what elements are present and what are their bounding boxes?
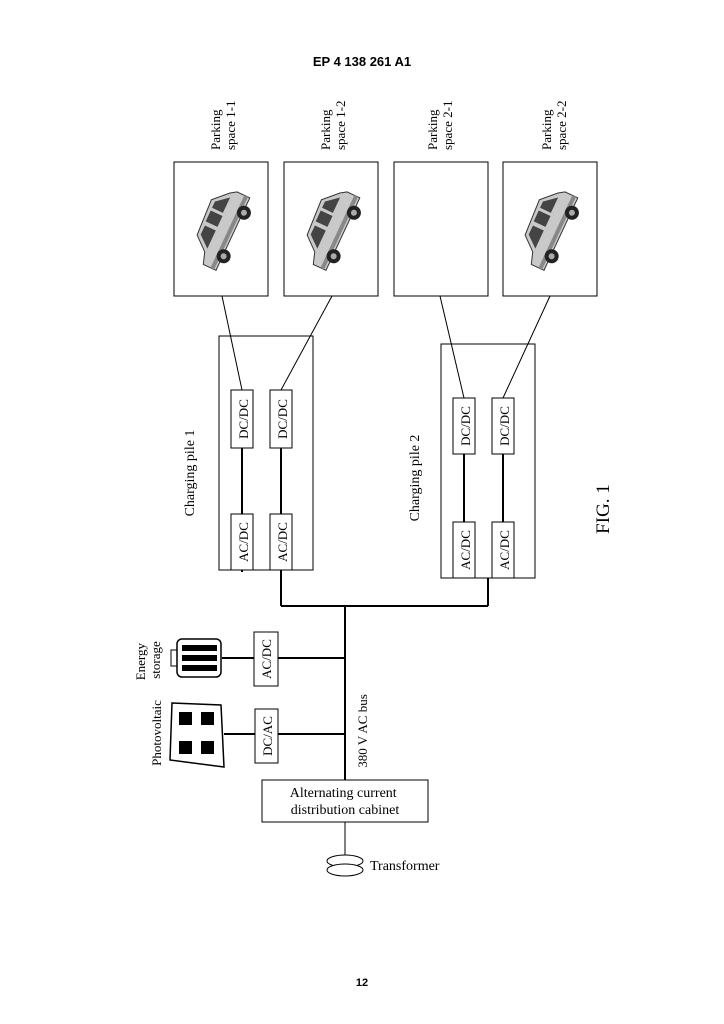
pile-2-acdc-2-label: AC/DC <box>497 530 512 570</box>
photovoltaic-label: Photovoltaic <box>149 700 164 766</box>
energy-storage-label: Energy storage <box>133 640 163 681</box>
car-icon-1-1 <box>185 183 257 273</box>
transformer-label: Transformer <box>370 859 440 874</box>
page-number: 12 <box>0 977 724 989</box>
parking-space-2-1-box <box>394 162 488 296</box>
parking-space-1-1-label: Parking space 1-1 <box>208 101 238 150</box>
parking-space-2-2-label: Parking space 2-2 <box>539 101 569 150</box>
charging-pile-1-label: Charging pile 1 <box>183 430 198 517</box>
car-icon-1-2 <box>295 183 367 273</box>
solar-panel-icon <box>170 703 224 767</box>
ac-bus-label: 380 V AC bus <box>355 694 370 768</box>
pile-2-acdc-1-label: AC/DC <box>458 530 473 570</box>
pile-2-dcdc-2-label: DC/DC <box>497 406 512 446</box>
parking-space-2-1-label: Parking space 2-1 <box>425 101 455 150</box>
figure-label: FIG. 1 <box>593 484 614 534</box>
pile-1-acdc-1-label: AC/DC <box>236 522 251 562</box>
car-icon-2-2 <box>513 183 585 273</box>
storage-acdc-label: AC/DC <box>259 639 274 679</box>
transformer-icon <box>327 855 363 876</box>
parking-space-1-2-label: Parking space 1-2 <box>318 101 348 150</box>
battery-icon <box>171 639 221 677</box>
pile-1-dcdc-1-label: DC/DC <box>236 399 251 439</box>
pile-2-dcdc-1-label: DC/DC <box>458 406 473 446</box>
pile-1-dcdc-2-label: DC/DC <box>275 399 290 439</box>
parking-connection-lines <box>222 296 550 398</box>
pile-1-acdc-2-label: AC/DC <box>275 522 290 562</box>
pv-dcac-label: DC/AC <box>260 716 275 756</box>
pile-internal-links <box>242 448 503 522</box>
charging-pile-2-label: Charging pile 2 <box>408 435 423 522</box>
